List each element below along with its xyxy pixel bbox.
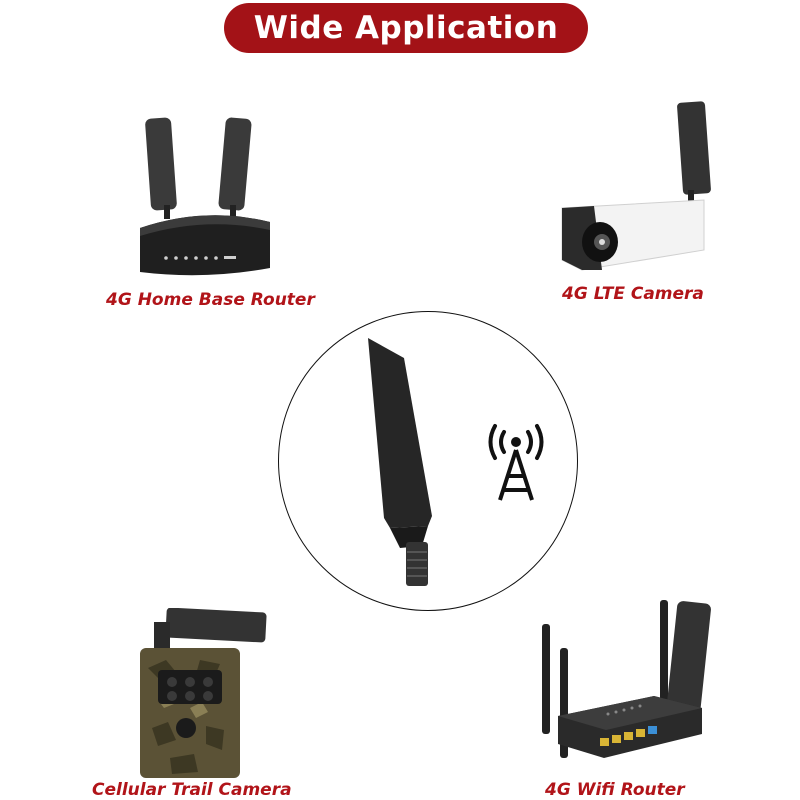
banner-title: Wide Application <box>253 10 559 46</box>
wifi-router-icon <box>542 600 711 758</box>
center-circle <box>278 311 578 611</box>
trail-camera-icon <box>140 608 267 778</box>
home-router-icon <box>140 117 270 276</box>
antenna-icon <box>368 338 432 586</box>
application-label-wifi-router: 4G Wifi Router <box>545 780 685 800</box>
application-label-trail-camera: Cellular Trail Camera <box>92 780 292 800</box>
signal-tower-icon <box>488 424 544 501</box>
application-label-home-router: 4G Home Base Router <box>106 290 315 310</box>
title-banner: Wide Application <box>224 3 588 53</box>
lte-camera-icon <box>561 101 711 271</box>
application-label-lte-camera: 4G LTE Camera <box>562 284 704 304</box>
